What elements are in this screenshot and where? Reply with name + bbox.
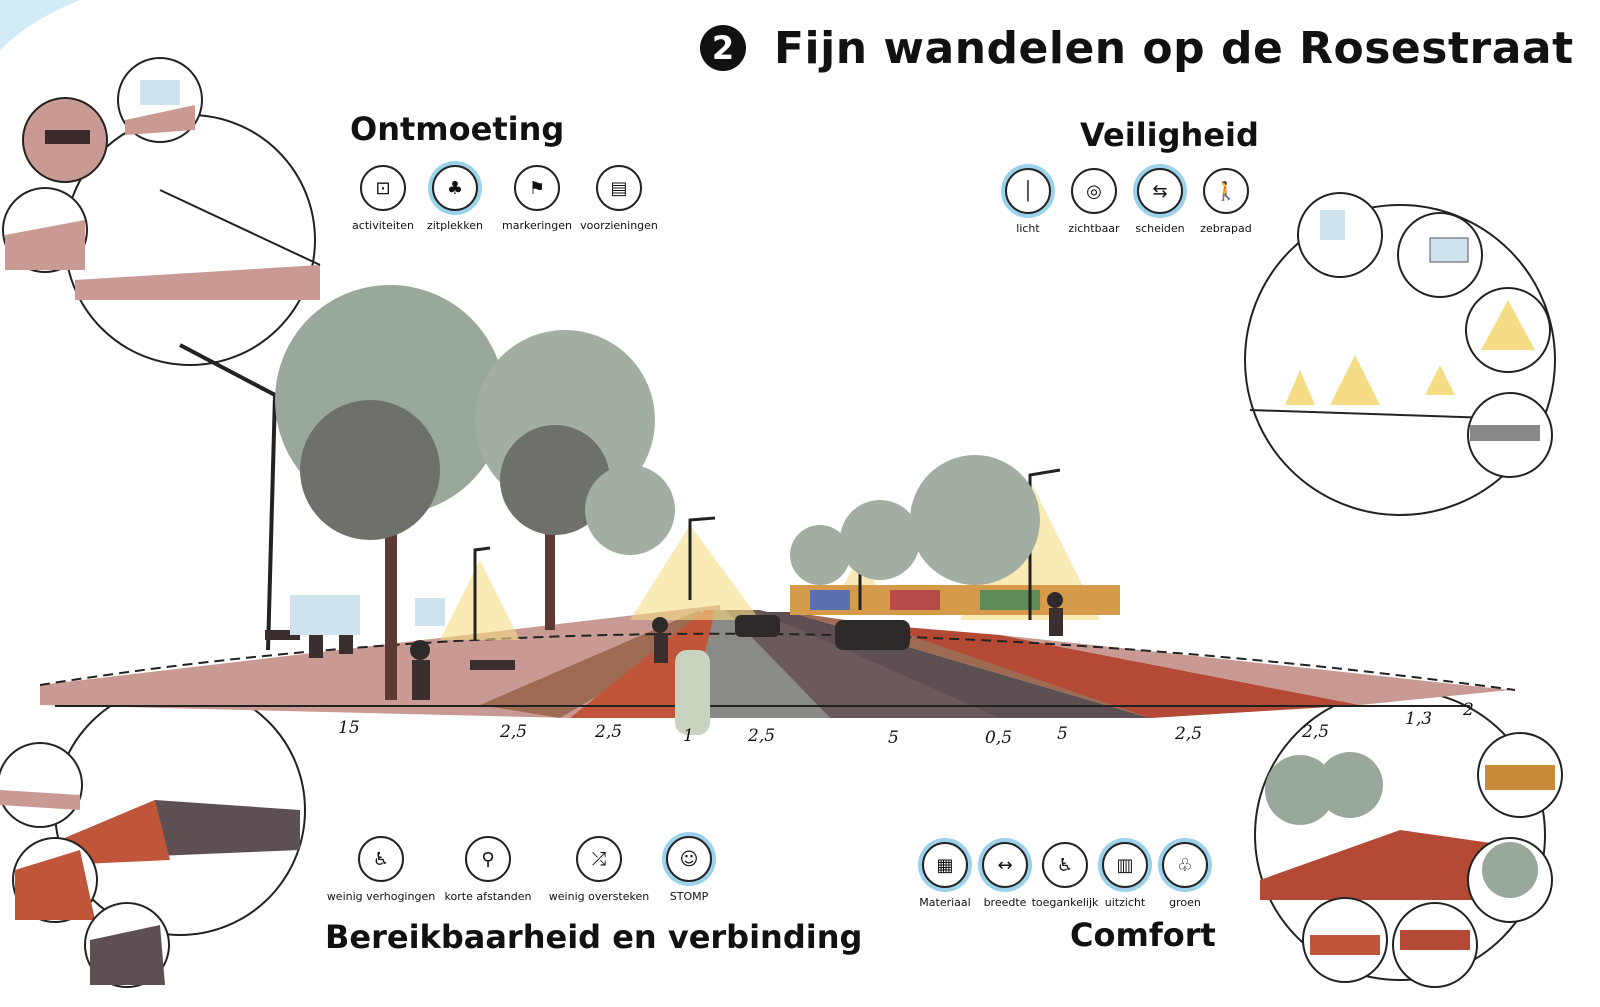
icon-item-zichtbaar: ◎ zichtbaar	[1061, 168, 1127, 235]
icon-label: zebrapad	[1200, 222, 1252, 235]
sidewalk-right	[1000, 635, 1510, 705]
corner-decoration	[0, 0, 80, 50]
flowerbed-left	[480, 610, 710, 718]
icon-label: licht	[1016, 222, 1040, 235]
sketch-cluster-bottom-left	[0, 684, 306, 988]
bench-tree-icon: ♣	[432, 165, 478, 211]
icon-item-activiteiten: ⊡ activiteiten	[352, 165, 414, 232]
icon-label: scheiden	[1135, 222, 1185, 235]
icon-item-scheiden: ⇆ scheiden	[1127, 168, 1193, 235]
dimension-label: 2,5	[748, 726, 776, 746]
icon-item-materiaal: ▦ Materiaal	[915, 842, 975, 909]
icon-label: breedte	[983, 896, 1027, 909]
dimension-label: 2	[1463, 700, 1474, 720]
sketch-cluster-bottom-right	[1254, 689, 1563, 988]
icon-row-veiligheid: │ licht ◎ zichtbaar ⇆ scheiden 🚶 zebrapa…	[995, 168, 1259, 235]
icon-item-weinig-oversteken: ⤮ weinig oversteken	[534, 836, 664, 903]
street-perspective	[39, 285, 1516, 735]
width-arrows-icon: ↔	[982, 842, 1028, 888]
sketch-cluster-top-right	[1244, 192, 1556, 516]
distance-pin-icon: ⚲	[465, 836, 511, 882]
dimension-label: 15	[338, 718, 360, 738]
group-title-comfort: Comfort	[1070, 916, 1216, 954]
wheelchair-icon: ♿	[1042, 842, 1088, 888]
dimension-label: 2,5	[595, 722, 623, 742]
median	[690, 610, 830, 718]
group-title-ontmoeting: Ontmoeting	[350, 110, 565, 148]
icon-item-licht: │ licht	[995, 168, 1061, 235]
bikelane-right	[880, 625, 1360, 718]
icon-label: toegankelijk	[1031, 896, 1099, 909]
icon-item-korte-afstanden: ⚲ korte afstanden	[442, 836, 534, 903]
icon-row-bereikbaarheid: ♿ weinig verhogingen ⚲ korte afstanden ⤮…	[320, 836, 714, 903]
icon-item-breedte: ↔ breedte	[975, 842, 1035, 909]
title-text: Fijn wandelen op de Rosestraat	[774, 22, 1574, 74]
material-icon: ▦	[922, 842, 968, 888]
streetlight-icon: │	[1005, 168, 1051, 214]
icon-label: STOMP	[669, 890, 709, 903]
icon-label: korte afstanden	[444, 890, 532, 903]
group-title-bereikbaarheid: Bereikbaarheid en verbinding	[325, 918, 863, 956]
icon-label: Materiaal	[919, 896, 971, 909]
page-title: 2 Fijn wandelen op de Rosestraat	[700, 18, 1574, 78]
icon-label: voorzieningen	[580, 219, 658, 232]
icon-item-stomp: ☺ STOMP	[664, 836, 714, 903]
icon-item-toegankelijk: ♿ toegankelijk	[1032, 842, 1098, 909]
dimension-label: 5	[1057, 724, 1068, 744]
stomp-icon: ☺	[666, 836, 712, 882]
icon-label: uitzicht	[1104, 896, 1146, 909]
icon-item-weinig-verhogingen: ♿ weinig verhogingen	[320, 836, 442, 903]
pedestrian-crossing-icon: 🚶	[1203, 168, 1249, 214]
sketch-cluster-top-left	[2, 57, 321, 366]
icon-item-zebrapad: 🚶 zebrapad	[1193, 168, 1259, 235]
icon-item-markeringen: ⚑ markeringen	[496, 165, 578, 232]
dimension-label: 2,5	[1302, 722, 1330, 742]
group-title-veiligheid: Veiligheid	[1080, 116, 1259, 154]
marking-figure-icon: ⚑	[514, 165, 560, 211]
icon-item-voorzieningen: ▤ voorzieningen	[578, 165, 660, 232]
icon-label: activiteiten	[352, 219, 414, 232]
tree-icon: ♧	[1162, 842, 1208, 888]
kiosk-icon: ▤	[596, 165, 642, 211]
dimension-label: 2,5	[500, 722, 528, 742]
title-number-badge: 2	[700, 25, 746, 71]
dimension-label: 0,5	[985, 728, 1013, 748]
icon-label: markeringen	[502, 219, 572, 232]
icon-label: weinig verhogingen	[326, 890, 436, 903]
dimension-label: 5	[888, 728, 899, 748]
dimension-label: 1	[683, 726, 694, 746]
icon-label: groen	[1169, 896, 1201, 909]
separate-car-bike-icon: ⇆	[1137, 168, 1183, 214]
skyline-icon: ▥	[1102, 842, 1148, 888]
icon-label: zichtbaar	[1068, 222, 1120, 235]
icon-item-zitplekken: ♣ zitplekken	[414, 165, 496, 232]
dimension-label: 2,5	[1175, 724, 1203, 744]
icon-row-comfort: ▦ Materiaal ↔ breedte ♿ toegankelijk ▥ u…	[915, 842, 1215, 909]
curb-icon: ♿	[358, 836, 404, 882]
dimension-label: 1,3	[1405, 709, 1433, 729]
activity-field-icon: ⊡	[360, 165, 406, 211]
icon-item-uitzicht: ▥ uitzicht	[1095, 842, 1155, 909]
icon-item-groen: ♧ groen	[1155, 842, 1215, 909]
icon-label: weinig oversteken	[548, 890, 650, 903]
icon-row-ontmoeting: ⊡ activiteiten ♣ zitplekken ⚑ markeringe…	[352, 165, 660, 232]
crossing-arrows-icon: ⤮	[576, 836, 622, 882]
icon-label: zitplekken	[426, 219, 484, 232]
visibility-icon: ◎	[1071, 168, 1117, 214]
